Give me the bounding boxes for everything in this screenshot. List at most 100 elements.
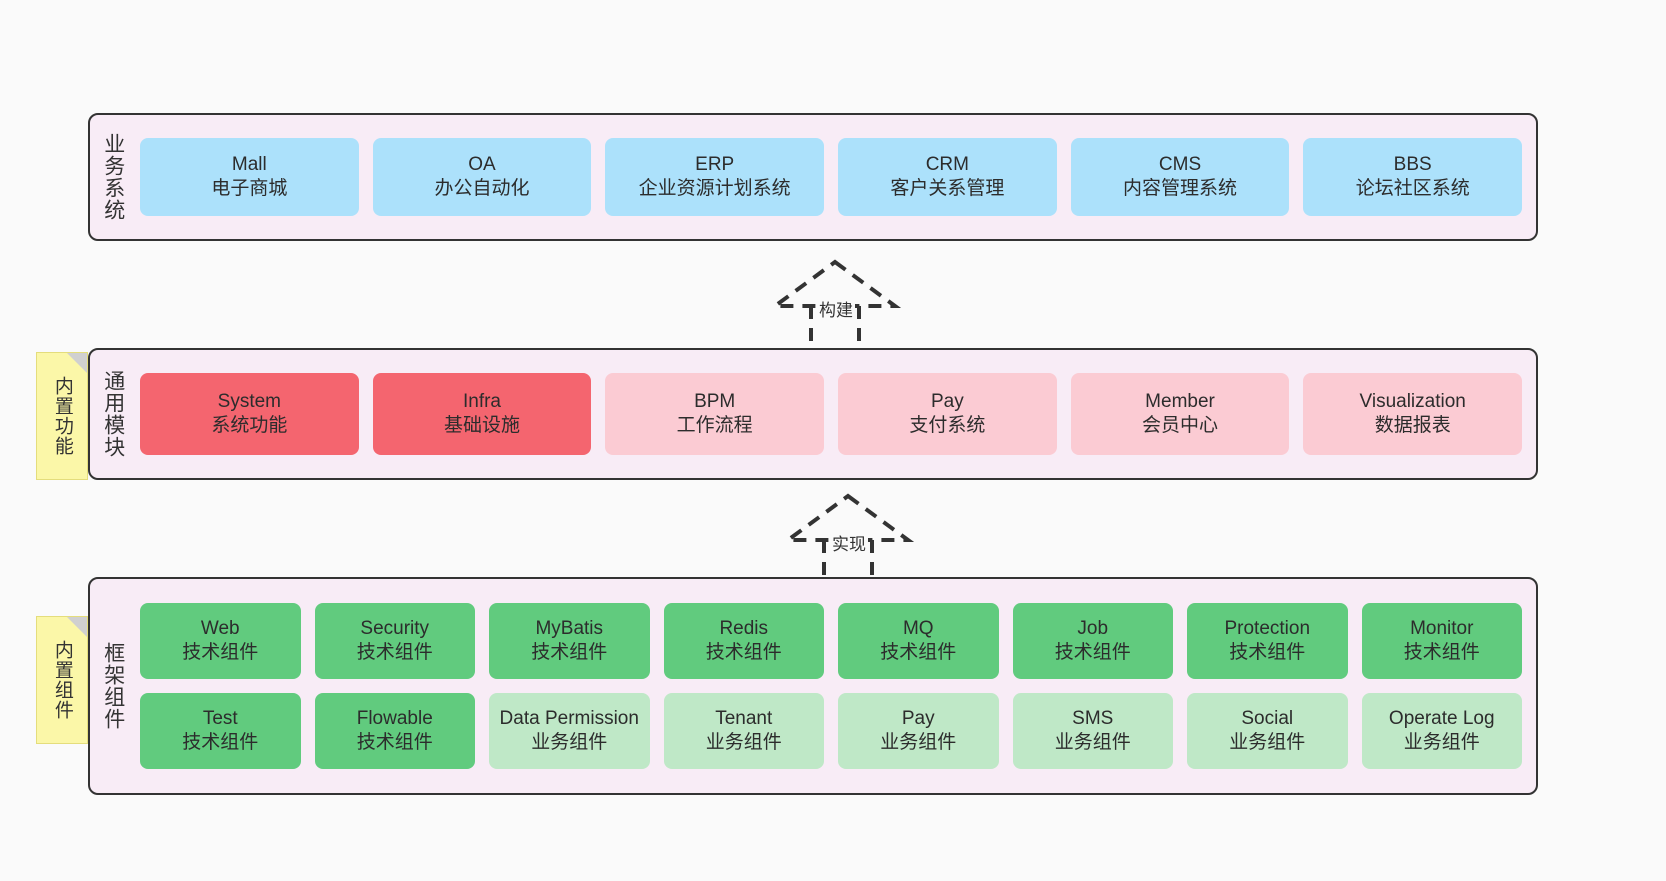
note-label: 内置功能 xyxy=(51,376,73,456)
card-title: Pay xyxy=(901,707,935,729)
card-mall[interactable]: Mall 电子商城 xyxy=(140,138,359,216)
card-member[interactable]: Member 会员中心 xyxy=(1070,373,1290,455)
layer-business-body: Mall 电子商城 OA 办公自动化 ERP 企业资源计划系统 CRM 客户关系… xyxy=(136,115,1536,239)
card-system[interactable]: System 系统功能 xyxy=(140,373,359,455)
note-builtin-function: 内置功能 xyxy=(36,352,88,480)
note-label: 内置组件 xyxy=(51,640,73,720)
note-fold-icon xyxy=(67,617,87,637)
card-title: Visualization xyxy=(1359,390,1466,412)
card-subtitle: 支付系统 xyxy=(909,415,986,436)
card-tenant[interactable]: Tenant 业务组件 xyxy=(663,693,824,769)
card-subtitle: 技术组件 xyxy=(182,732,259,753)
module-card-row: System 系统功能 Infra 基础设施 BPM 工作流程 Pay 支付系统… xyxy=(140,373,1523,455)
card-subtitle: 会员中心 xyxy=(1142,415,1219,436)
card-security[interactable]: Security 技术组件 xyxy=(314,603,475,679)
card-subtitle: 技术组件 xyxy=(531,642,608,663)
card-social[interactable]: Social 业务组件 xyxy=(1187,693,1348,769)
card-subtitle: 技术组件 xyxy=(356,642,433,663)
note-builtin-component: 内置组件 xyxy=(36,616,88,744)
card-title: SMS xyxy=(1072,707,1114,729)
connector-build-label: 构建 xyxy=(817,296,855,321)
layer-frame-title: 框架组件 xyxy=(101,642,125,730)
card-visualization[interactable]: Visualization 数据报表 xyxy=(1303,373,1523,455)
card-subtitle: 数据报表 xyxy=(1374,415,1451,436)
frame-biz-row: Test 技术组件 Flowable 技术组件 Data Permission … xyxy=(140,693,1522,769)
connector-implement: 实现 xyxy=(768,492,928,590)
card-cms[interactable]: CMS 内容管理系统 xyxy=(1070,138,1290,216)
layer-business-system: 业务系统 Mall 电子商城 OA 办公自动化 ERP 企业资源计划系统 CRM… xyxy=(88,113,1538,241)
card-title: MyBatis xyxy=(535,617,604,639)
card-bpm[interactable]: BPM 工作流程 xyxy=(605,373,825,455)
card-subtitle: 业务组件 xyxy=(705,732,782,753)
card-pay-module[interactable]: Pay 支付系统 xyxy=(838,373,1057,455)
card-subtitle: 业务组件 xyxy=(531,732,608,753)
layer-common-module: 通用模块 System 系统功能 Infra 基础设施 BPM 工作流程 Pay… xyxy=(88,348,1538,480)
layer-module-body: System 系统功能 Infra 基础设施 BPM 工作流程 Pay 支付系统… xyxy=(136,350,1536,478)
card-flowable[interactable]: Flowable 技术组件 xyxy=(314,693,475,769)
card-title: Social xyxy=(1241,707,1294,729)
business-card-row: Mall 电子商城 OA 办公自动化 ERP 企业资源计划系统 CRM 客户关系… xyxy=(140,138,1523,216)
card-web[interactable]: Web 技术组件 xyxy=(140,603,301,679)
card-subtitle: 客户关系管理 xyxy=(890,178,1005,199)
card-subtitle: 技术组件 xyxy=(880,642,957,663)
card-job[interactable]: Job 技术组件 xyxy=(1012,603,1173,679)
card-title: Web xyxy=(200,617,240,639)
card-title: Redis xyxy=(719,617,769,639)
card-oa[interactable]: OA 办公自动化 xyxy=(372,138,592,216)
card-subtitle: 企业资源计划系统 xyxy=(638,178,791,199)
card-redis[interactable]: Redis 技术组件 xyxy=(663,603,824,679)
card-erp[interactable]: ERP 企业资源计划系统 xyxy=(605,138,825,216)
card-title: OA xyxy=(468,153,496,175)
card-sms[interactable]: SMS 业务组件 xyxy=(1012,693,1173,769)
layer-frame-body: Web 技术组件 Security 技术组件 MyBatis 技术组件 Redi… xyxy=(136,579,1536,793)
card-protection[interactable]: Protection 技术组件 xyxy=(1187,603,1348,679)
card-monitor[interactable]: Monitor 技术组件 xyxy=(1361,603,1522,679)
card-title: Security xyxy=(360,617,430,639)
card-subtitle: 业务组件 xyxy=(1229,732,1306,753)
card-crm[interactable]: CRM 客户关系管理 xyxy=(838,138,1057,216)
card-pay-component[interactable]: Pay 业务组件 xyxy=(838,693,999,769)
card-title: Operate Log xyxy=(1388,707,1495,729)
card-title: ERP xyxy=(695,153,735,175)
card-title: BBS xyxy=(1393,153,1432,175)
card-subtitle: 内容管理系统 xyxy=(1123,178,1238,199)
card-subtitle: 电子商城 xyxy=(211,178,288,199)
card-mq[interactable]: MQ 技术组件 xyxy=(838,603,999,679)
card-mybatis[interactable]: MyBatis 技术组件 xyxy=(489,603,650,679)
card-title: BPM xyxy=(694,390,736,412)
connector-build: 构建 xyxy=(755,258,915,356)
card-operate-log[interactable]: Operate Log 业务组件 xyxy=(1361,693,1522,769)
card-data-permission[interactable]: Data Permission 业务组件 xyxy=(489,693,650,769)
card-bbs[interactable]: BBS 论坛社区系统 xyxy=(1303,138,1523,216)
card-test[interactable]: Test 技术组件 xyxy=(140,693,301,769)
connector-implement-label: 实现 xyxy=(830,530,868,555)
card-infra[interactable]: Infra 基础设施 xyxy=(372,373,592,455)
card-subtitle: 技术组件 xyxy=(705,642,782,663)
card-subtitle: 技术组件 xyxy=(182,642,259,663)
card-subtitle: 基础设施 xyxy=(444,415,521,436)
card-subtitle: 论坛社区系统 xyxy=(1355,178,1470,199)
layer-module-title: 通用模块 xyxy=(101,370,125,458)
card-title: Monitor xyxy=(1410,617,1474,639)
card-subtitle: 技术组件 xyxy=(1229,642,1306,663)
card-title: CRM xyxy=(925,153,969,175)
card-title: Mall xyxy=(231,153,267,175)
note-fold-icon xyxy=(67,353,87,373)
card-title: Data Permission xyxy=(499,707,639,729)
card-title: MQ xyxy=(902,617,934,639)
card-subtitle: 业务组件 xyxy=(1054,732,1131,753)
card-title: Test xyxy=(202,707,238,729)
card-title: CMS xyxy=(1158,153,1202,175)
card-subtitle: 业务组件 xyxy=(880,732,957,753)
card-subtitle: 工作流程 xyxy=(676,415,753,436)
card-title: Protection xyxy=(1224,617,1311,639)
card-title: System xyxy=(217,390,282,412)
card-title: Infra xyxy=(462,390,502,412)
card-title: Tenant xyxy=(715,707,773,729)
card-title: Member xyxy=(1145,390,1215,412)
card-title: Pay xyxy=(930,390,964,412)
frame-tech-row: Web 技术组件 Security 技术组件 MyBatis 技术组件 Redi… xyxy=(140,603,1522,679)
card-subtitle: 系统功能 xyxy=(211,415,288,436)
layer-business-title: 业务系统 xyxy=(101,133,125,221)
